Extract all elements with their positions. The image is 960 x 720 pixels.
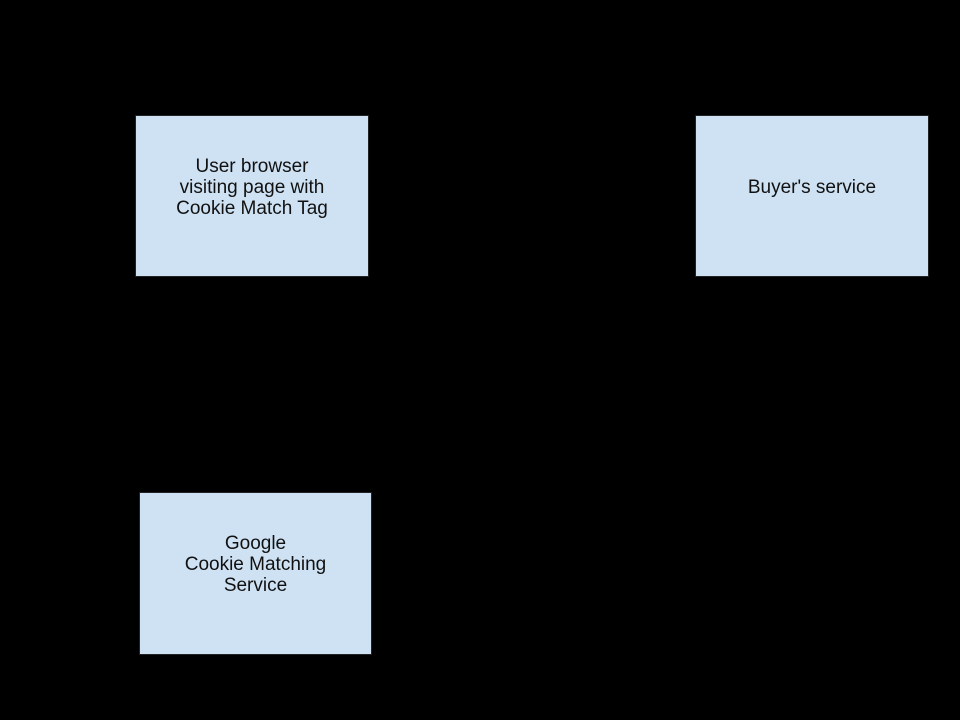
node-user-browser-label: User browser visiting page with Cookie M… [176,155,328,219]
node-user-browser: User browser visiting page with Cookie M… [135,115,369,277]
node-buyers-service-label: Buyer's service [747,176,877,198]
node-google-cookie-matching-service-label: Google Cookie Matching Service [184,533,327,596]
node-buyers-service: Buyer's service [695,115,929,277]
node-google-cookie-matching-service: Google Cookie Matching Service [139,492,372,655]
